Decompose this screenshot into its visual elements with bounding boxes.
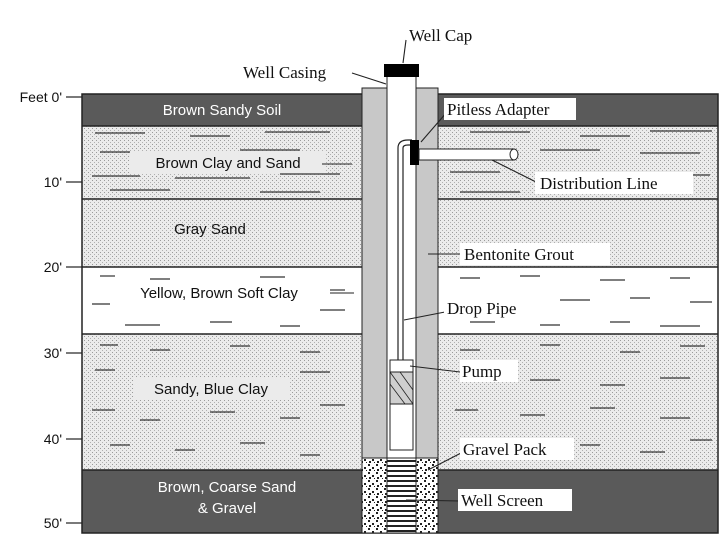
well-cap <box>384 64 419 77</box>
label-distribution-line: Distribution Line <box>540 174 658 193</box>
depth-tick-10: 10' <box>44 174 62 190</box>
layer-label-brown-coarse-sand: Brown, Coarse Sand <box>158 479 296 496</box>
label-drop-pipe: Drop Pipe <box>447 299 516 318</box>
leader-lines <box>351 39 541 502</box>
label-well-cap: Well Cap <box>409 26 472 45</box>
label-gravel-pack: Gravel Pack <box>463 440 547 459</box>
layer-label-gravel: & Gravel <box>198 500 256 517</box>
layer-label-gray-sand: Gray Sand <box>174 221 246 238</box>
well-screen <box>386 457 417 534</box>
depth-tick-30: 30' <box>44 345 62 361</box>
pump <box>389 359 414 451</box>
part-labels: Well Cap Well Casing Pitless Adapter Dis… <box>243 26 693 511</box>
layer-label-sandy-blue-clay: Sandy, Blue Clay <box>154 381 268 398</box>
label-pitless-adapter: Pitless Adapter <box>447 100 550 119</box>
depth-tick-0: Feet 0' <box>20 89 62 105</box>
drop-pipe <box>397 139 412 360</box>
layer-label-brown-sandy-soil: Brown Sandy Soil <box>163 102 281 119</box>
label-well-casing: Well Casing <box>243 63 327 82</box>
distribution-line <box>418 148 519 161</box>
depth-tick-50: 50' <box>44 515 62 531</box>
layer-labels: Brown Sandy Soil Brown Clay and Sand Gra… <box>112 102 354 517</box>
pitless-adapter <box>410 140 419 165</box>
depth-axis: Feet 0' 10' 20' 30' 40' 50' <box>20 89 82 531</box>
depth-tick-20: 20' <box>44 259 62 275</box>
depth-tick-40: 40' <box>44 431 62 447</box>
layer-label-yellow-brown-soft-clay: Yellow, Brown Soft Clay <box>140 285 298 302</box>
label-pump: Pump <box>462 362 502 381</box>
label-bentonite-grout: Bentonite Grout <box>464 245 574 264</box>
label-well-screen: Well Screen <box>461 491 544 510</box>
layer-label-brown-clay-and-sand: Brown Clay and Sand <box>155 155 300 172</box>
